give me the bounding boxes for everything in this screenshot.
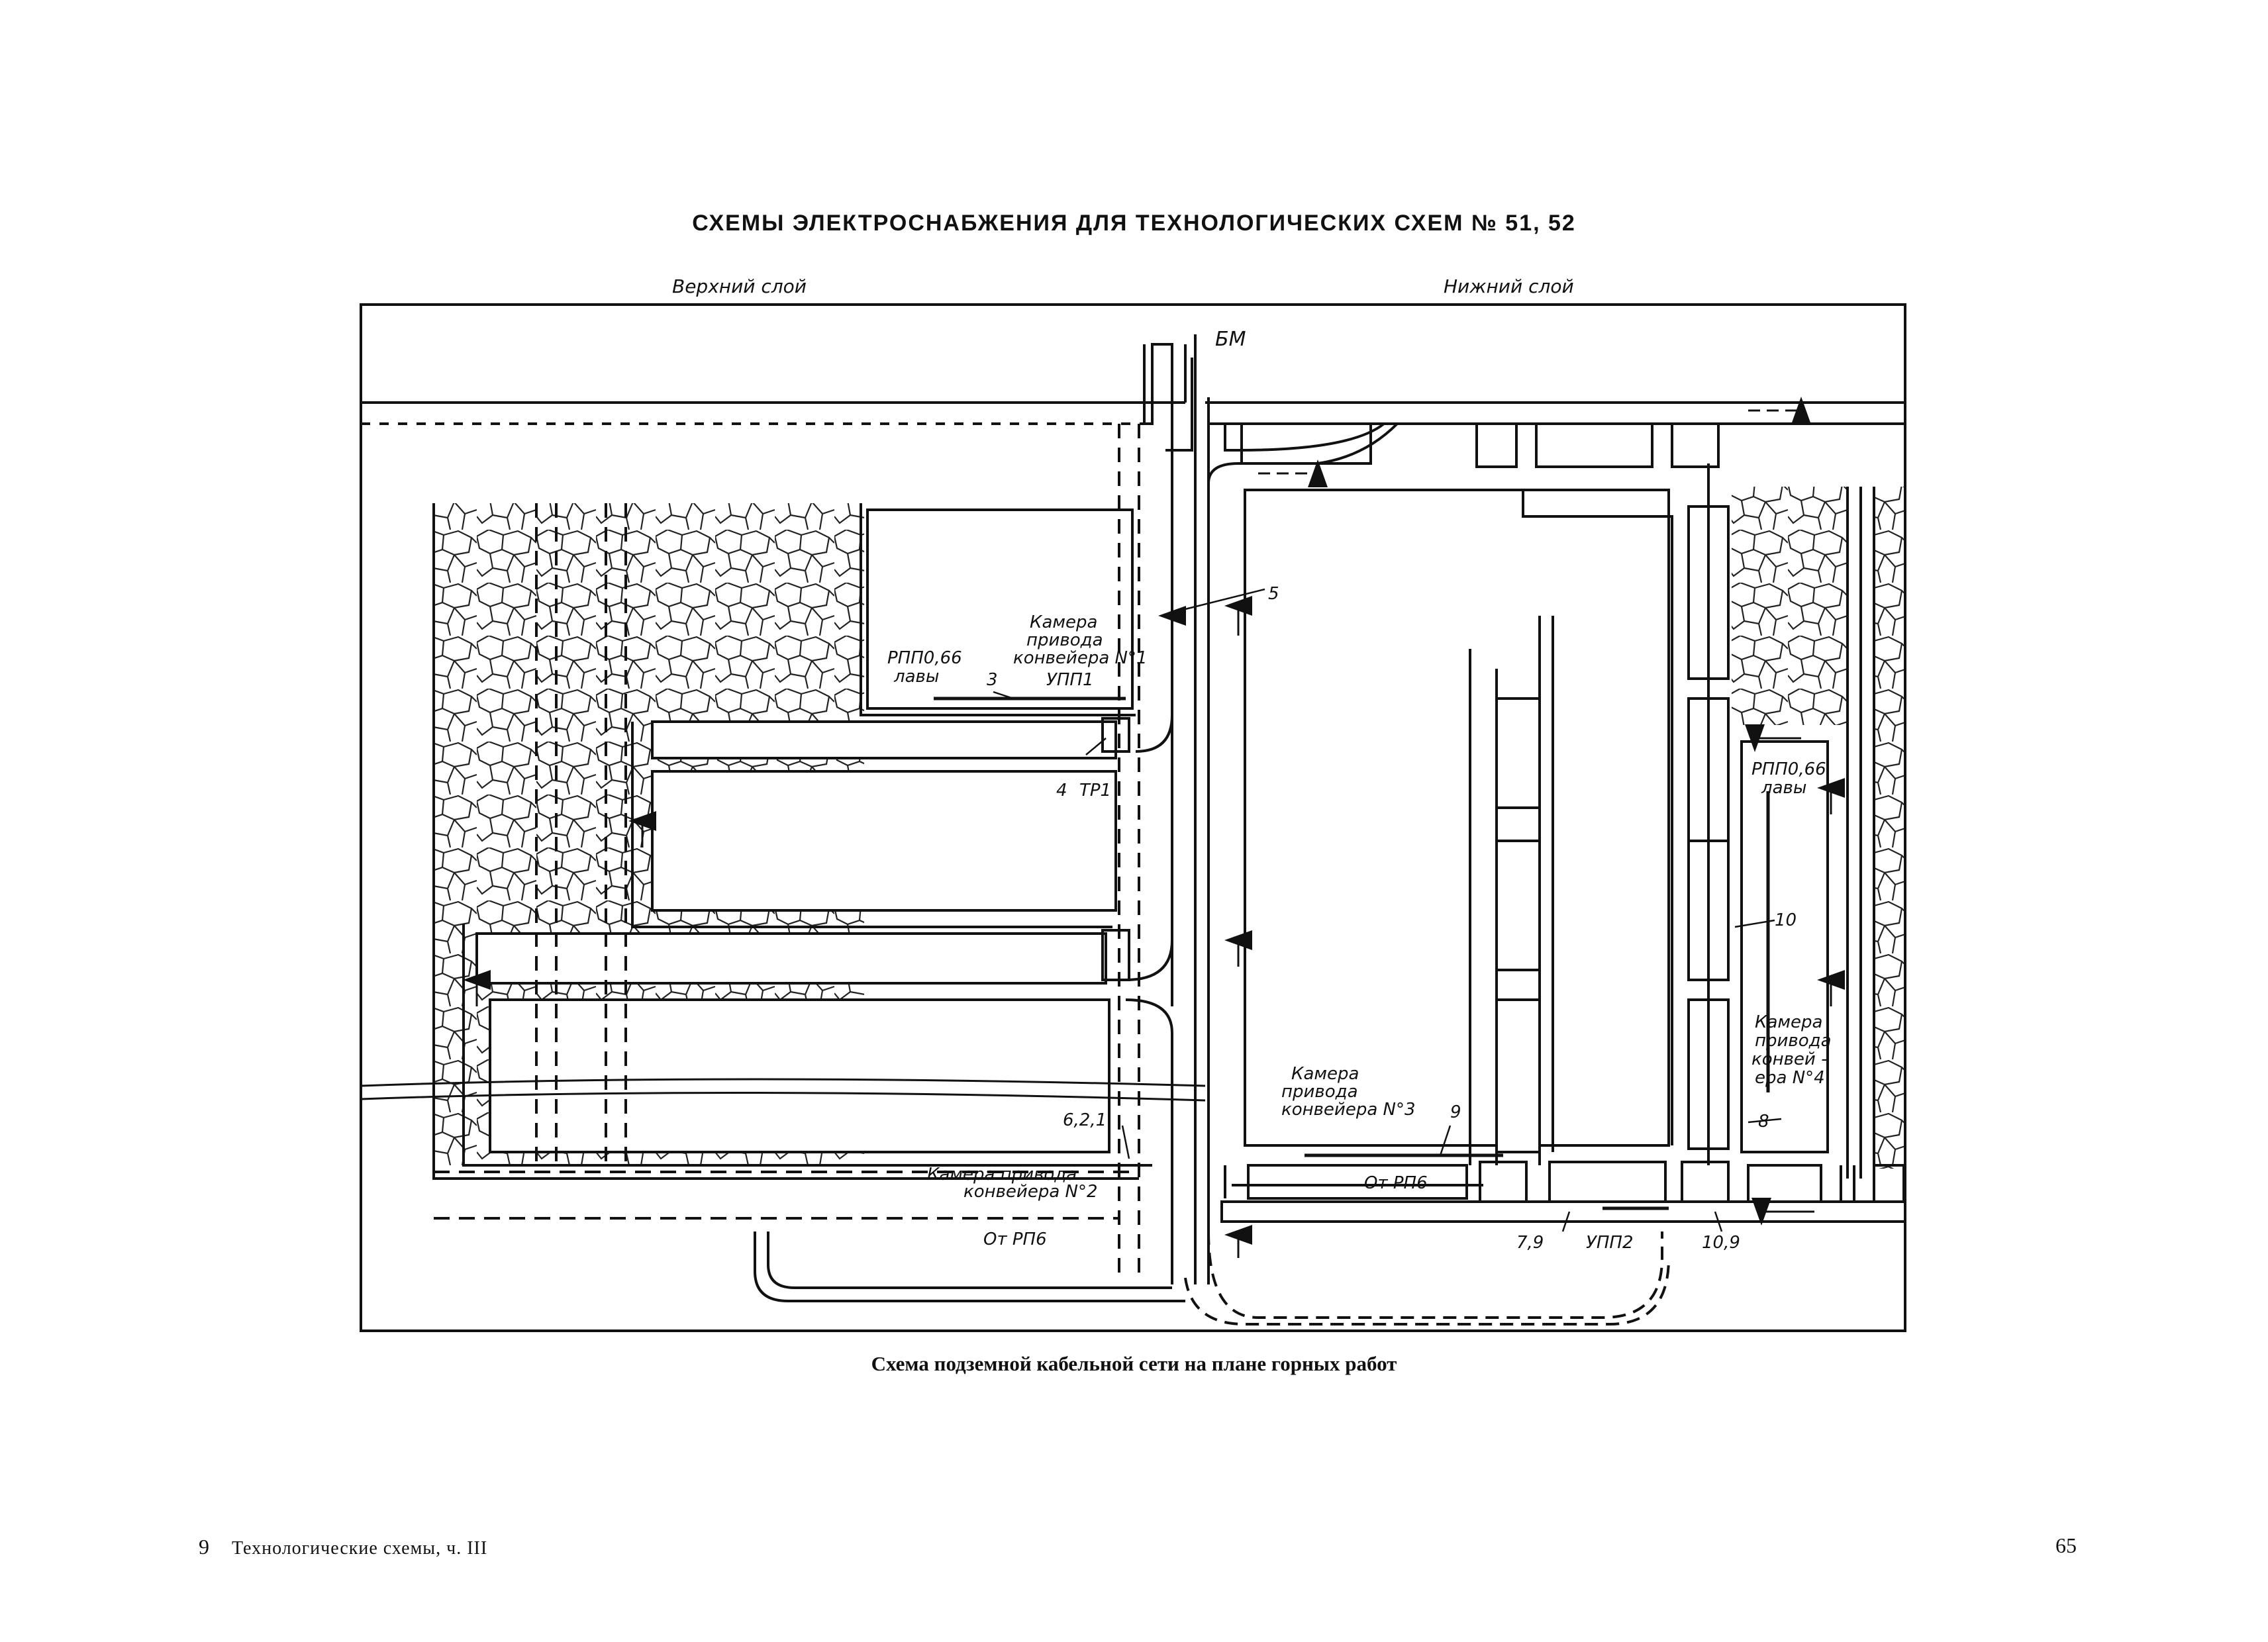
chamber-3-line2: привода [1281, 1082, 1358, 1102]
chamber-1-line3: конвейера N°1 [1013, 648, 1148, 668]
main-shaft [1143, 334, 1210, 1284]
chamber-4-line2: привода [1755, 1031, 1832, 1051]
footer-section-title: Технологические схемы, ч. III [232, 1538, 488, 1559]
chamber-1-line2: привода [1026, 630, 1103, 650]
goaf-rock-right [1732, 487, 1848, 725]
footer-section-number: 9 [199, 1535, 209, 1559]
chamber-2-line1: Камера привода [927, 1165, 1077, 1184]
page-title: СХЕМЫ ЭЛЕКТРОСНАБЖЕНИЯ ДЛЯ ТЕХНОЛОГИЧЕСК… [692, 211, 1576, 236]
chamber-3-line3: конвейера N°3 [1281, 1100, 1416, 1120]
num-4: 4 [1056, 781, 1067, 800]
num-10: 10 [1775, 910, 1797, 930]
upp2-label: УПП2 [1586, 1233, 1634, 1253]
from-rp6-right: От РП6 [1364, 1173, 1428, 1193]
diagram-caption: Схема подземной кабельной сети на плане … [871, 1352, 1397, 1375]
num-9: 9 [1450, 1102, 1461, 1122]
num-621: 6,2,1 [1063, 1110, 1107, 1130]
chamber-1-line1: Камера [1030, 612, 1097, 632]
chamber-4-line4: ера N°4 [1755, 1068, 1825, 1088]
chamber-3-line1: Камера [1291, 1064, 1359, 1084]
num-8: 8 [1758, 1112, 1769, 1132]
bm-label: БМ [1215, 328, 1246, 351]
page-number: 65 [2055, 1533, 2077, 1557]
upper-layer-label: Верхний слой [672, 275, 807, 297]
chamber-2-line2: конвейера N°2 [963, 1182, 1098, 1202]
footer-left: 9 Технологические схемы, ч. III [199, 1535, 487, 1559]
num-3: 3 [987, 670, 998, 690]
chamber-4-line1: Камера [1755, 1012, 1822, 1032]
rpp-right-line1: РПП0,66 [1751, 759, 1826, 779]
num-5: 5 [1268, 584, 1279, 604]
from-rp6-left: От РП6 [983, 1230, 1047, 1249]
num-109: 10,9 [1702, 1233, 1740, 1253]
upp1-label: УПП1 [1046, 670, 1094, 690]
chamber-4-line3: конвей - [1751, 1049, 1827, 1069]
plan-frame [360, 303, 1906, 1332]
lower-layer-label: Нижний слой [1444, 275, 1574, 297]
num-79: 7,9 [1516, 1233, 1544, 1253]
chamber-1-box [866, 508, 1134, 710]
tr1-label: ТР1 [1079, 781, 1111, 800]
rpp-left-line2: лавы [893, 667, 939, 687]
rpp-right-line2: лавы [1761, 778, 1806, 798]
rpp-left-line1: РПП0,66 [887, 648, 962, 668]
